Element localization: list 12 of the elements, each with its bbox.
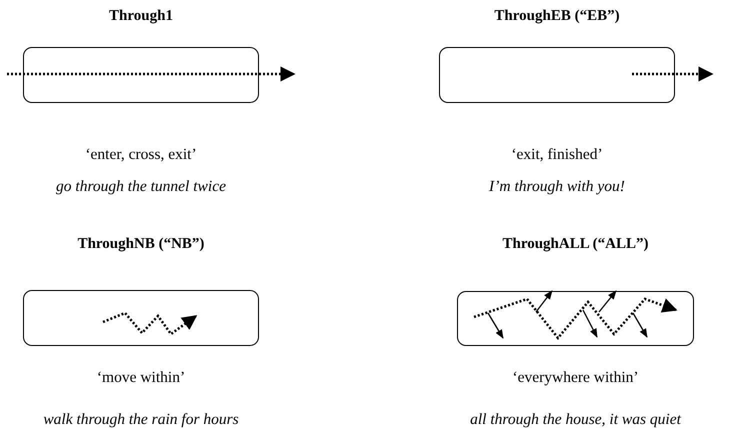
example-sentence: go through the tunnel twice (56, 178, 226, 196)
example-sentence: I’m through with you! (489, 178, 625, 196)
panel-heading: ThroughEB (“EB”) (494, 8, 620, 25)
example-sentence: all through the house, it was quiet (470, 411, 681, 429)
panel-heading: Through1 (109, 8, 173, 25)
panel-heading: ThroughALL (“ALL”) (502, 236, 648, 253)
panel-heading: ThroughNB (“NB”) (78, 236, 204, 253)
gloss-text: ‘enter, cross, exit’ (85, 146, 197, 164)
example-sentence: walk through the rain for hours (43, 411, 239, 429)
gloss-text: ‘everywhere within’ (512, 369, 639, 387)
gloss-text: ‘exit, finished’ (511, 146, 603, 164)
gloss-text: ‘move within’ (96, 369, 186, 387)
